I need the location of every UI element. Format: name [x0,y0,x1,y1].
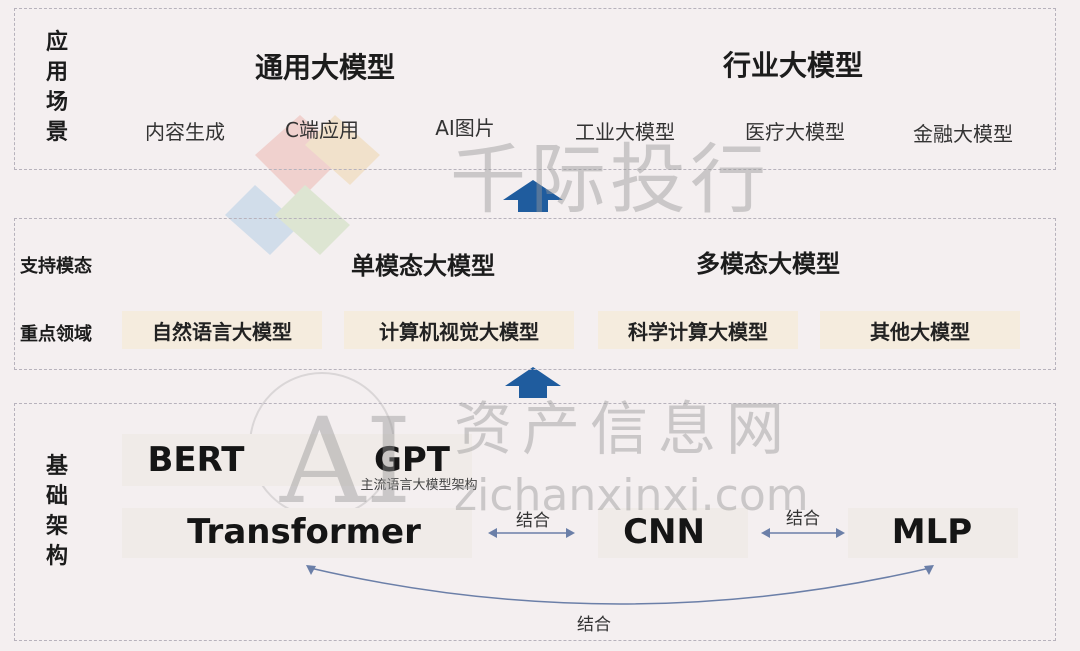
combine-label: 结合 [577,615,611,635]
industry-item: 工业大模型 [575,120,675,144]
multi-modal-title: 多模态大模型 [696,250,840,278]
transformer-band [122,508,472,558]
single-modal-title: 单模态大模型 [351,252,495,280]
cnn-label: CNN [623,512,705,552]
domain-chip: 科学计算大模型 [598,311,798,349]
general-item: C端应用 [285,118,359,142]
watermark-text: AI [280,392,412,530]
general-item: AI图片 [435,116,495,140]
application-scenarios-box [14,8,1056,170]
bert-label: BERT [147,440,245,480]
industry-item: 医疗大模型 [745,120,845,144]
arrow-up-icon [503,180,563,212]
general-item: 内容生成 [145,120,225,144]
arrow-up-icon [505,367,561,398]
gpt-label: GPT [373,440,451,480]
combine-label: 结合 [786,509,820,529]
base-architecture-label: 基础架构 [45,454,68,569]
cnn-band [598,508,748,558]
combine-label: 结合 [516,511,550,531]
watermark-text: 资产信息网 [454,395,795,463]
modality-label: 支持模态 [20,256,92,277]
application-scenarios-label: 应用场景 [45,30,68,145]
industry-model-title: 行业大模型 [722,49,864,82]
watermark-text: zichanxinxi.com [454,470,809,521]
watermark-text: 千际投行 [450,135,770,224]
modality-domain-box [14,218,1056,370]
base-architecture-box [14,403,1056,641]
language-model-band [122,434,472,486]
general-model-title: 通用大模型 [254,51,396,84]
industry-item: 金融大模型 [913,122,1013,146]
mlp-label: MLP [891,512,973,552]
mainstream-architecture-note: 主流语言大模型架构 [360,478,478,493]
logo-watermark-icon [225,115,380,255]
domain-chip: 计算机视觉大模型 [344,311,574,349]
domain-label: 重点领域 [20,324,92,345]
domain-chip: 其他大模型 [820,311,1020,349]
mlp-band [848,508,1018,558]
combine-curve-icon [309,567,931,605]
transformer-label: Transformer [187,512,421,552]
domain-chip: 自然语言大模型 [122,311,322,349]
